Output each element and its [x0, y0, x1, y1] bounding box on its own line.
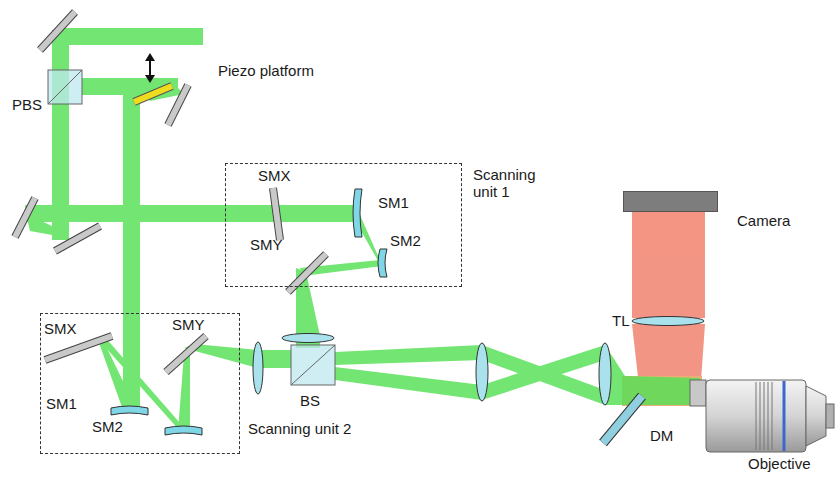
component-label: Piezo platform — [218, 62, 314, 79]
unit-heading: Camera — [737, 212, 817, 229]
component-label: SM2 — [390, 232, 421, 249]
component-label: SMY — [172, 316, 205, 333]
component-label: SMX — [258, 167, 291, 184]
flat-mirror — [15, 12, 326, 372]
curved-mirror — [111, 189, 387, 435]
component-label: SM2 — [92, 418, 123, 435]
lens — [253, 317, 704, 406]
component-label: SMY — [250, 236, 283, 253]
beam-splitter-cube — [48, 70, 335, 385]
unit-heading: Scanning unit 1 — [473, 166, 553, 200]
camera: Camera — [623, 191, 718, 212]
component-label: PBS — [12, 96, 42, 113]
component-label: SM1 — [378, 194, 409, 211]
dichroic-mirror — [603, 396, 642, 443]
component-label: DM — [650, 427, 673, 444]
component-label: TL — [612, 312, 630, 329]
component-label: SMX — [44, 320, 77, 337]
component-label: SM1 — [46, 395, 77, 412]
piezo-mirror — [134, 53, 172, 102]
objective-lens — [690, 380, 834, 452]
component-label: BS — [300, 392, 320, 409]
component-label: Objective — [748, 455, 811, 472]
unit-heading: Scanning unit 2 — [248, 420, 368, 437]
laser-beam — [25, 28, 700, 431]
